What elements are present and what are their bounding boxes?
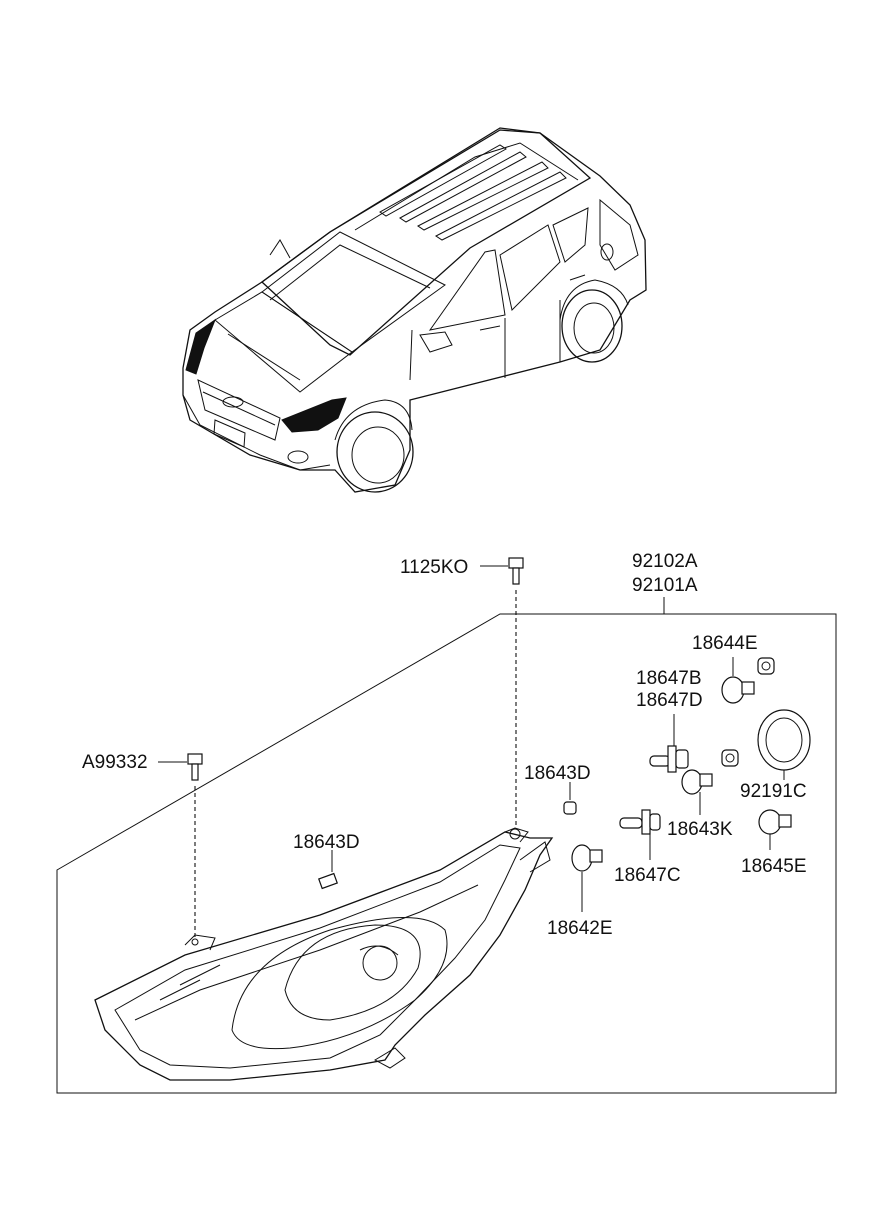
label-1125ko: 1125KO	[400, 557, 468, 578]
bulb-18645e	[758, 809, 792, 850]
headlamp-assembly-frame	[56, 597, 837, 1094]
label-18647b: 18647B	[636, 668, 702, 689]
bulb-18643d-left	[318, 850, 338, 890]
screw-a99332	[158, 753, 203, 938]
vehicle-illustration	[182, 127, 647, 493]
label-92101a: 92101A	[632, 575, 698, 596]
label-a99332: A99332	[82, 752, 148, 773]
label-18643d-left: 18643D	[293, 832, 360, 853]
bulb-18643k	[681, 749, 739, 815]
bulb-18644e	[721, 657, 775, 704]
label-18643k: 18643K	[667, 819, 733, 840]
screw-1125ko	[480, 557, 524, 828]
dust-cap-92191c	[757, 709, 811, 780]
label-92191c: 92191C	[740, 781, 807, 802]
bulb-18642e	[571, 844, 603, 912]
label-92102a: 92102A	[632, 551, 698, 572]
bulb-18647c	[619, 809, 661, 860]
label-18645e: 18645E	[741, 856, 807, 877]
label-18647c: 18647C	[614, 865, 681, 886]
headlamp-assembly	[94, 827, 554, 1081]
bulb-18647b	[649, 714, 689, 773]
label-18644e: 18644E	[692, 633, 758, 654]
label-18643d-right: 18643D	[524, 763, 591, 784]
label-18647d: 18647D	[636, 690, 703, 711]
label-18642e: 18642E	[547, 918, 613, 939]
bulb-18643d-right	[563, 782, 577, 815]
